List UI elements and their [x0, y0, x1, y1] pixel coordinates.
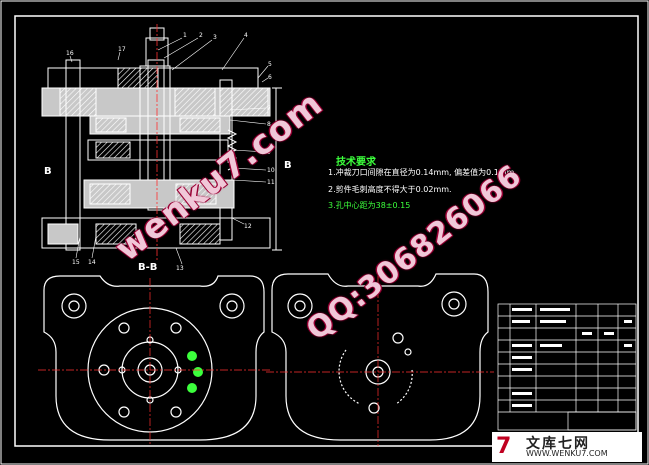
part-number: 4: [244, 32, 248, 39]
part-numbers: 1 2 3 4 5 6 7 8 9 10 11 12 13 14 15 16 1…: [66, 32, 275, 272]
part-number: 8: [267, 121, 271, 128]
technical-requirement-item: 3.孔中心距为38±0.15: [328, 201, 411, 210]
part-number: 13: [176, 265, 184, 272]
logo-url: WWW.WENKU7.COM: [526, 449, 608, 458]
part-number: 2: [199, 32, 203, 39]
part-number: 3: [213, 34, 217, 41]
part-number: 15: [72, 259, 80, 266]
logo-mark-icon: 7: [496, 434, 512, 459]
part-leaders: [69, 37, 269, 265]
section-mark-right: B: [284, 160, 292, 171]
plan-view-upper-centerlines: [38, 278, 270, 446]
part-number: 14: [88, 259, 96, 266]
part-number: 10: [267, 167, 275, 174]
part-number: 5: [268, 61, 272, 68]
title-block-text-marks: [512, 308, 632, 407]
plan-view-upper: [43, 275, 265, 441]
part-number: 6: [268, 74, 272, 81]
part-number: 17: [118, 46, 126, 53]
plan-view-lower: [271, 273, 489, 441]
site-logo: 7 文库七网 WWW.WENKU7.COM: [492, 432, 642, 462]
part-number: 16: [66, 50, 74, 57]
part-number: 9: [267, 149, 271, 156]
section-view-label: B-B: [138, 262, 157, 273]
logo-name: 文库七网: [526, 436, 590, 452]
section-mark-left: B: [44, 166, 52, 177]
technical-requirements-title: 技术要求: [336, 157, 376, 168]
part-number: 11: [267, 179, 275, 186]
part-number: 1: [183, 32, 187, 39]
part-number: 12: [244, 223, 252, 230]
plan-view-upper-green-holes: [187, 351, 203, 393]
plan-view-lower-centerlines: [266, 276, 494, 446]
technical-requirement-item: 1.冲裁刀口间隙在直径为0.14mm, 偏差值为0.1mm.: [328, 168, 517, 177]
part-number: 7: [267, 105, 271, 112]
title-block: [497, 303, 637, 431]
technical-requirement-item: 2.剪件毛刺高度不得大于0.02mm.: [328, 185, 452, 194]
section-view: [41, 27, 282, 251]
